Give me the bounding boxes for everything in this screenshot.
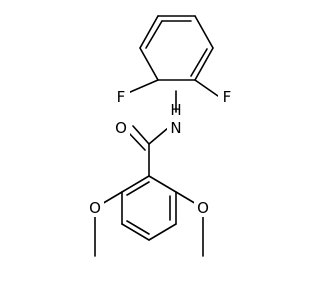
label-bg [194,199,212,217]
ring-double-bond-inner [190,48,208,77]
label-bg [218,88,236,106]
ring-bond [121,175,150,193]
structure-svg: F F N H O O O [86,15,236,257]
methoxy-oxygen-left-label: O [89,199,101,217]
ring-double-bond-inner [126,220,150,235]
label-bg [112,119,130,137]
ring-bond [148,223,177,241]
ring-bond [121,223,150,241]
bond-n-to-carbonyl [148,127,169,145]
molecule-drawing: F F N H O O O [86,15,236,257]
ring-bond [148,175,177,193]
hydrogen-label: H [170,101,181,119]
ring-bond [194,15,214,49]
carbonyl-oxygen-label: O [115,119,127,137]
fluorine-left-label: F [117,88,126,106]
carbonyl-double-bond [132,125,150,145]
ring-double-bond-inner [145,20,163,49]
methoxy-oxygen-right-label: O [197,199,209,217]
nitrogen-label: N [170,119,181,137]
dimethoxyphenyl-ring [121,175,177,241]
ring-bond [139,15,159,49]
label-bg [112,88,130,106]
carbonyl-double-bond-second [127,131,146,151]
bond-to-fluorine-right [194,79,219,97]
label-bg [167,119,185,137]
ring-bond [194,47,214,81]
ring-bond [139,47,159,81]
difluorophenyl-ring [139,15,214,81]
fluorine-right-label: F [223,88,232,106]
label-bg [86,199,104,217]
ring-double-bond-inner [126,181,150,196]
